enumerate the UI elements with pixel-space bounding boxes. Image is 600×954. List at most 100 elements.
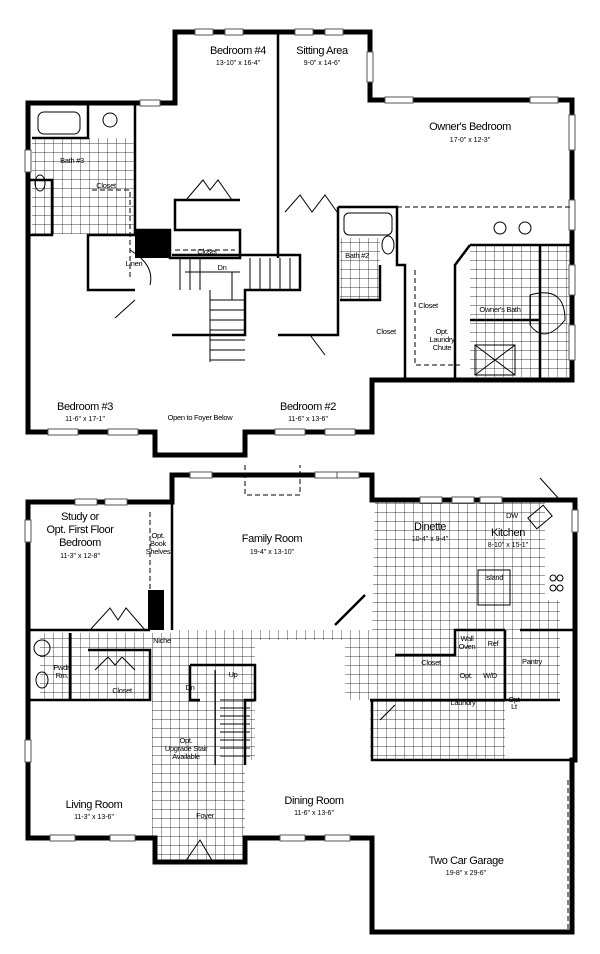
label-laundry-chute: Laundry <box>429 335 455 344</box>
room-dims: 11-6" x 13-6" <box>294 810 334 817</box>
label-bath-3: Bath #3 <box>60 156 84 165</box>
lower-floor: Study or Opt. First Floor Bedroom 11-3" … <box>24 465 579 935</box>
room-dims: 17-0" x 12-3" <box>450 137 491 144</box>
chimney-block <box>135 230 170 258</box>
label-upgrade-stair: Opt. <box>180 736 193 745</box>
owners-bath-tile <box>470 245 570 377</box>
label-wall-oven: Oven <box>459 642 476 651</box>
front-door-icon <box>184 839 214 863</box>
room-name: Living Room <box>66 799 123 811</box>
room-name: Bedroom <box>59 537 101 549</box>
room-name: Study or <box>61 511 100 523</box>
label-closet: Closet <box>197 247 218 256</box>
door-swing-icon <box>129 249 152 286</box>
bathtub-icon <box>37 111 81 135</box>
label-dn: Dn <box>186 683 195 692</box>
label-wall-oven: Wall <box>460 634 474 643</box>
label-dn: Dn <box>218 263 227 272</box>
room-dims: 19-4" x 13-10" <box>250 549 295 556</box>
island-counter <box>477 569 511 606</box>
upper-floor: Bedroom #4 13-10" x 16-4" Sitting Area 9… <box>24 28 576 458</box>
shower-icon <box>474 344 516 376</box>
sink-icon <box>102 112 118 128</box>
bifold-door-icon <box>94 656 136 671</box>
label-opt-lt: Lt <box>511 702 518 711</box>
room-dims: 19-8" x 29-6" <box>446 870 487 877</box>
label-powder-room: Rm. <box>56 671 69 680</box>
label-open-to-foyer: Open to Foyer Below <box>168 413 234 422</box>
label-laundry-chute: Opt. <box>436 327 449 336</box>
label-up: Up <box>229 670 238 679</box>
lower-windows <box>24 471 579 842</box>
door-swing-icon <box>114 299 136 319</box>
label-closet: Closet <box>376 327 397 336</box>
label-closet: Closet <box>421 658 442 667</box>
label-pantry: Pantry <box>522 657 542 666</box>
label-island: Island <box>485 573 503 582</box>
upper-labels: Bedroom #4 13-10" x 16-4" Sitting Area 9… <box>57 45 521 423</box>
room-dims: 8-10" x 15-1" <box>488 542 529 549</box>
room-dims: 13-10" x 16-4" <box>216 60 261 67</box>
foyer-tile <box>155 838 245 862</box>
label-foyer: Foyer <box>196 811 214 820</box>
label-laundry-chute: Chute <box>433 343 452 352</box>
toilet-icon <box>34 174 46 192</box>
sink-icon <box>527 504 553 530</box>
label-opt: Opt. <box>460 671 473 680</box>
label-owners-bath: Owner's Bath <box>479 305 520 314</box>
label-opt-lt: Opt <box>508 695 520 704</box>
upper-windows <box>24 28 576 436</box>
room-dims: 11-6" x 17-1" <box>65 416 105 423</box>
label-upgrade-stair: Available <box>172 752 200 761</box>
room-dims: 9-0" x 14-6" <box>304 60 341 67</box>
upper-fixtures <box>34 111 566 376</box>
label-wd: W/D <box>483 671 498 680</box>
door-swing-icon <box>379 704 396 721</box>
label-closet: Closet <box>418 301 439 310</box>
label-dw: DW <box>506 511 519 520</box>
sink-icon <box>518 221 532 235</box>
label-bath-2: Bath #2 <box>345 251 369 260</box>
room-name: Sitting Area <box>296 45 349 57</box>
room-name: Bedroom #2 <box>280 401 336 413</box>
label-laundry: Laundry <box>450 698 476 707</box>
lower-interior-walls <box>28 465 575 930</box>
bathtub-icon <box>343 212 393 236</box>
bifold-door-icon <box>185 179 233 201</box>
lower-labels: Study or Opt. First Floor Bedroom 11-3" … <box>47 511 543 877</box>
room-name: Bedroom #4 <box>210 45 266 57</box>
label-powder-room: Pwdr. <box>53 663 70 672</box>
label-book-shelves: Book <box>150 539 166 548</box>
room-name: Dining Room <box>284 795 343 807</box>
room-name: Opt. First Floor <box>47 524 115 536</box>
cooktop-burner-icon <box>549 574 557 582</box>
label-closet: Closet <box>96 181 117 190</box>
room-name: Dinette <box>414 521 446 533</box>
room-dims: 11-3" x 13-6" <box>74 814 114 821</box>
room-name: Kitchen <box>491 527 525 539</box>
upper-stair <box>179 258 291 362</box>
corner-tub-icon <box>529 292 566 335</box>
room-dims: 11-6" x 13-6" <box>288 416 328 423</box>
door-swing-icon <box>539 477 561 501</box>
label-closet: Closet <box>112 686 133 695</box>
room-name: Family Room <box>242 533 303 545</box>
label-book-shelves: Shelves <box>146 547 171 556</box>
bifold-door-icon <box>89 607 146 631</box>
toilet-icon <box>35 671 49 689</box>
label-linen: Linen <box>126 259 143 268</box>
sink-icon <box>33 639 51 657</box>
label-ref: Ref <box>488 639 500 648</box>
label-niche: Niche <box>153 636 171 645</box>
room-dims: 10-4" x 9-4" <box>412 536 449 543</box>
bath-2-tile <box>340 238 380 300</box>
label-book-shelves: Opt. <box>152 531 165 540</box>
room-name: Two Car Garage <box>428 855 503 867</box>
sink-icon <box>381 235 395 255</box>
door-swing-icon <box>309 334 326 356</box>
bath-3-tile <box>32 138 135 234</box>
room-dims: 11-3" x 12-8" <box>60 553 100 560</box>
upper-interior-walls <box>30 32 572 380</box>
fireplace-block <box>148 590 164 630</box>
